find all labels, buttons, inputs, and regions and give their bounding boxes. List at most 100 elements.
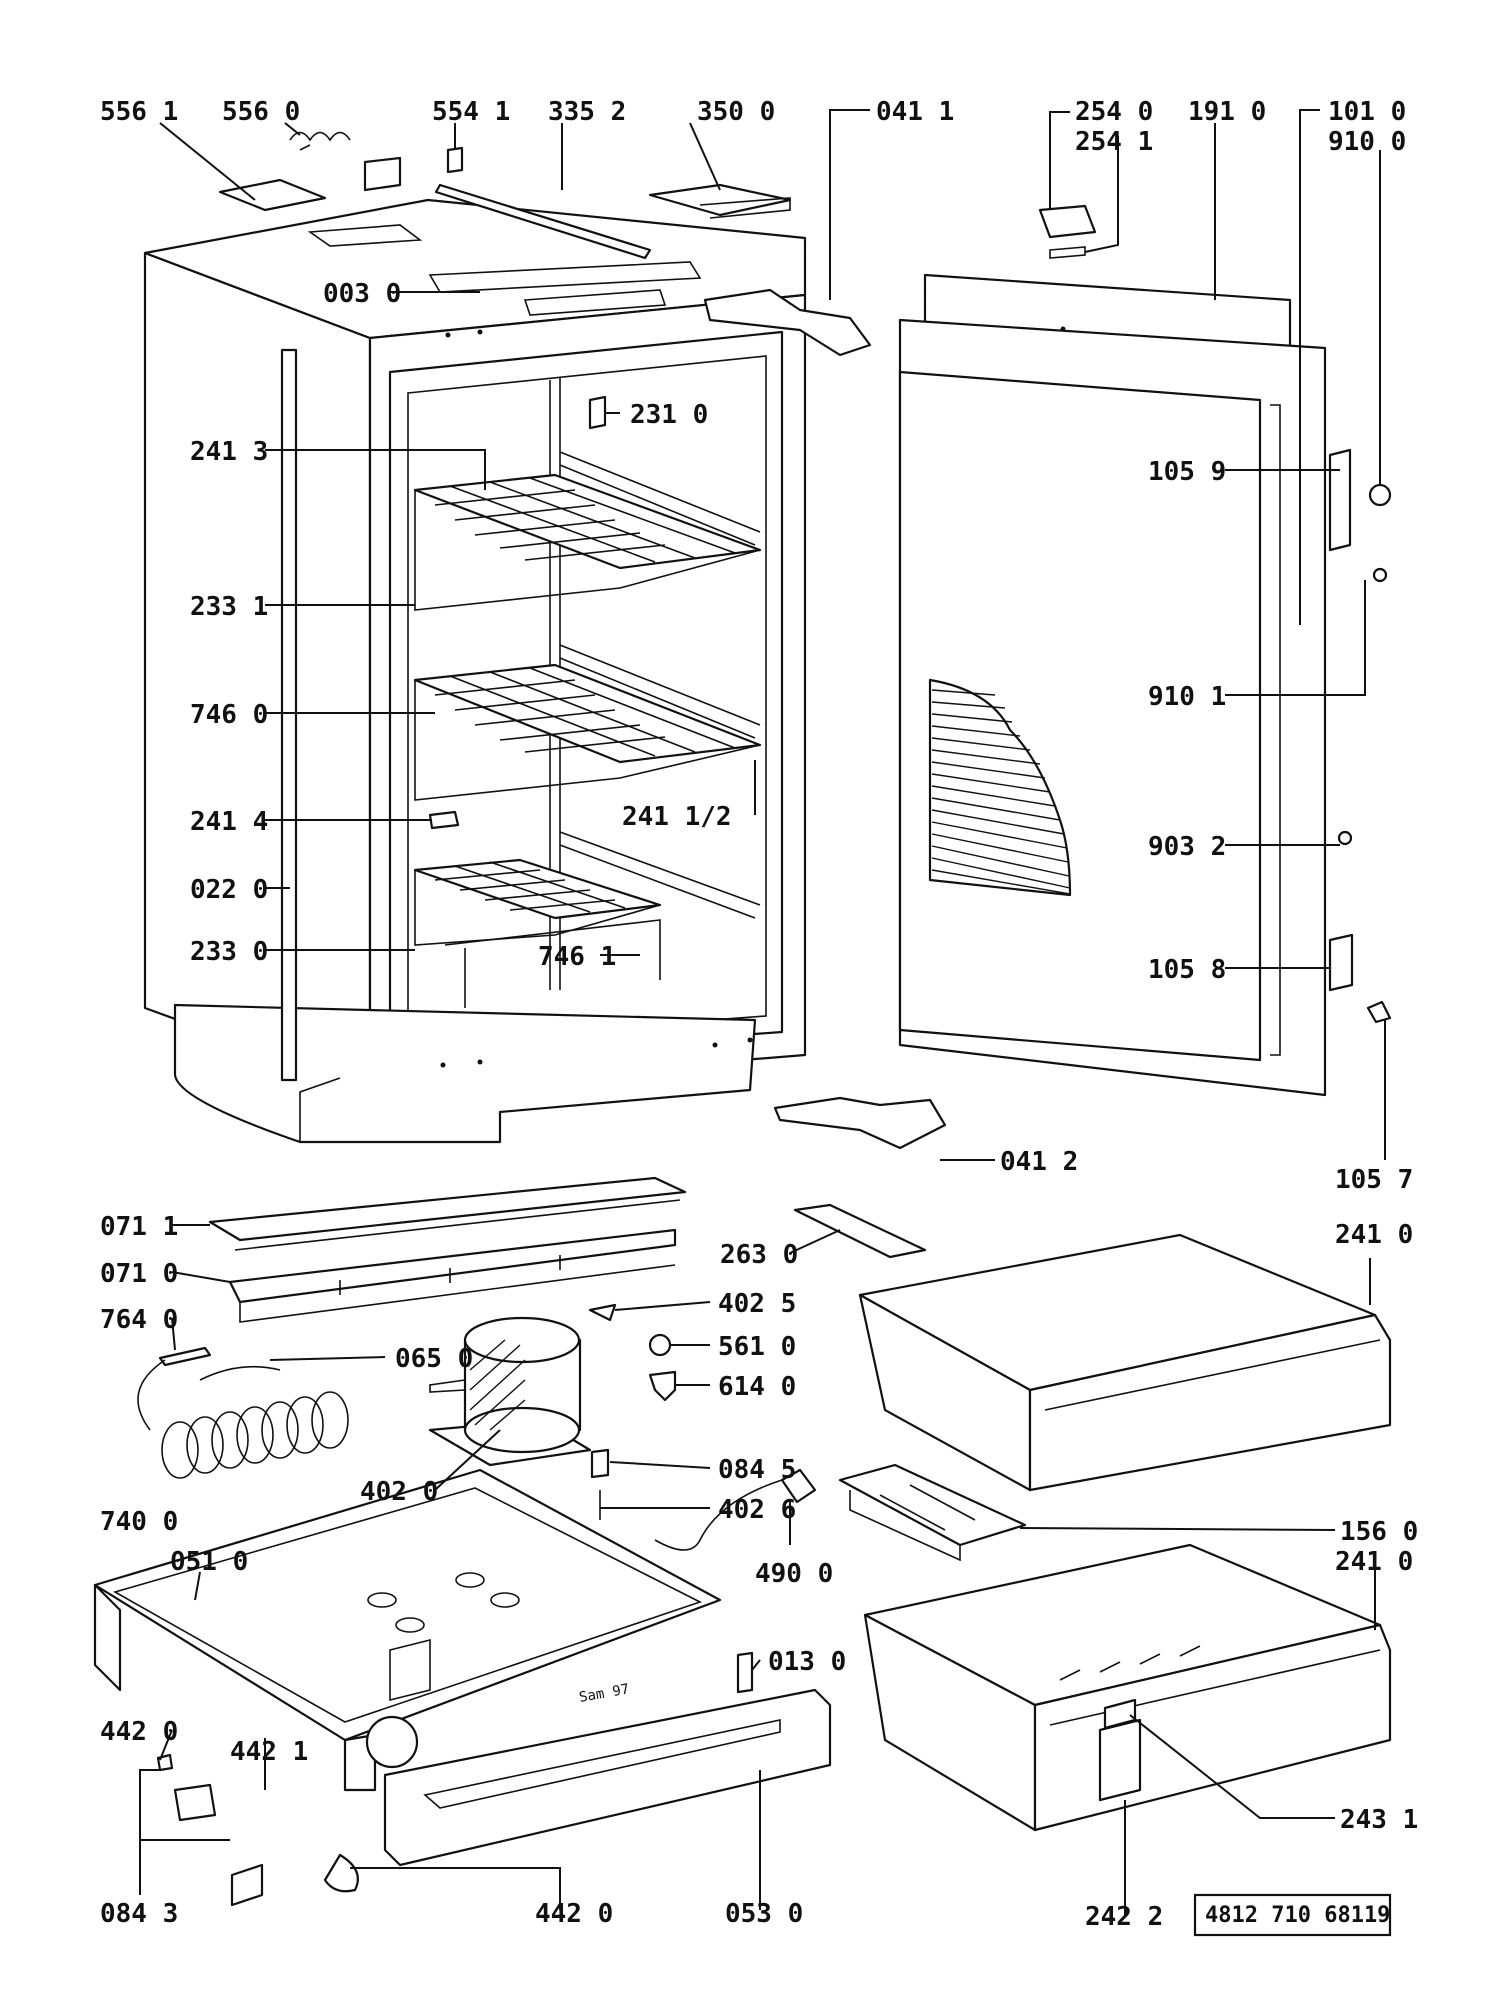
- part-4900: [780, 1468, 817, 1504]
- label-0650: 065 0: [395, 1344, 473, 1374]
- label-1560: 156 0: [1340, 1517, 1418, 1547]
- label-2331: 233 1: [190, 592, 268, 622]
- label-7400: 740 0: [100, 1507, 178, 1537]
- label-2540: 254 0: [1075, 97, 1153, 127]
- label-4900: 490 0: [755, 1559, 833, 1589]
- part-labels: 556 1 556 0 554 1 335 2 350 0 041 1 254 …: [100, 97, 1418, 1932]
- label-0411: 041 1: [876, 97, 954, 127]
- label-0412: 041 2: [1000, 1147, 1078, 1177]
- part-0510: [93, 1468, 722, 1742]
- wire-shelf-middle: [413, 663, 762, 801]
- part-code-box: 4812 710 68119: [1193, 1893, 1392, 1937]
- label-9101: 910 1: [1148, 682, 1226, 712]
- part-0843: [230, 1863, 264, 1907]
- drawer-lower: [863, 1543, 1392, 1832]
- label-2422: 242 2: [1085, 1902, 1163, 1932]
- label-4026: 402 6: [718, 1495, 796, 1525]
- label-5610: 561 0: [718, 1332, 796, 1362]
- part-0845: [590, 1448, 610, 1479]
- ice-tray: [838, 1463, 1027, 1562]
- label-0845: 084 5: [718, 1455, 796, 1485]
- label-9100: 910 0: [1328, 127, 1406, 157]
- label-4020: 402 0: [360, 1477, 438, 1507]
- part-4025: [588, 1303, 617, 1322]
- label-5560: 556 0: [222, 97, 300, 127]
- part-4421: [173, 1783, 217, 1822]
- label-2630: 263 0: [720, 1240, 798, 1270]
- part-9100: [1368, 483, 1392, 507]
- label-2413: 241 3: [190, 437, 268, 467]
- drawer-upper: [858, 1233, 1392, 1492]
- stamp-text: Sam 97: [578, 1681, 631, 1706]
- part-0711: [208, 1176, 687, 1242]
- part-2541: [1049, 246, 1086, 259]
- part-0411: [703, 288, 872, 357]
- label-4025: 402 5: [718, 1289, 796, 1319]
- part-9101: [1372, 567, 1388, 583]
- parts-top-row: [218, 131, 1392, 1259]
- label-0030: 003 0: [323, 279, 401, 309]
- label-4420b: 442 0: [535, 1899, 613, 1929]
- part-6140: [648, 1370, 677, 1402]
- condenser-coil: [137, 1359, 349, 1479]
- label-2541: 254 1: [1075, 127, 1153, 157]
- cabinet-body: [143, 198, 807, 1144]
- part-7640: [158, 1346, 212, 1367]
- label-2330: 233 0: [190, 937, 268, 967]
- shelf-runners: [444, 451, 761, 1008]
- part-1058: [1328, 933, 1354, 992]
- label-24112: 241 1/2: [622, 802, 732, 832]
- label-1059: 105 9: [1148, 457, 1226, 487]
- label-2310: 231 0: [630, 400, 708, 430]
- compressor: [428, 1316, 592, 1467]
- refrigeration-unit: [137, 1176, 817, 1551]
- label-0710: 071 0: [100, 1259, 178, 1289]
- part-1560: [838, 1463, 1027, 1547]
- part-0530: [383, 1688, 832, 1867]
- leader-lines: [139, 109, 1386, 1915]
- part-2540: [1038, 204, 1097, 239]
- part-2310: [588, 395, 607, 430]
- label-5541: 554 1: [432, 97, 510, 127]
- label-0130: 013 0: [768, 1647, 846, 1677]
- label-4420a: 442 0: [100, 1717, 178, 1747]
- label-2414: 241 4: [190, 807, 268, 837]
- label-2410a: 241 0: [1335, 1220, 1413, 1250]
- part-0710: [228, 1228, 677, 1304]
- part-2422: [1098, 1718, 1142, 1802]
- label-0530: 053 0: [725, 1899, 803, 1929]
- label-4421: 442 1: [230, 1737, 308, 1767]
- part-2630: [793, 1203, 927, 1259]
- label-1058: 105 8: [1148, 955, 1226, 985]
- label-0711: 071 1: [100, 1212, 178, 1242]
- label-7640: 764 0: [100, 1305, 178, 1335]
- label-1010: 101 0: [1328, 97, 1406, 127]
- label-1057: 105 7: [1335, 1165, 1413, 1195]
- part-9032: [1337, 830, 1353, 846]
- label-3500: 350 0: [697, 97, 775, 127]
- label-5561: 556 1: [100, 97, 178, 127]
- label-7460: 746 0: [190, 700, 268, 730]
- label-2410b: 241 0: [1335, 1547, 1413, 1577]
- label-7461: 746 1: [538, 942, 616, 972]
- part-0412: [773, 1096, 947, 1150]
- label-0510: 051 0: [170, 1547, 248, 1577]
- part-1057: [1366, 1000, 1392, 1024]
- part-3352: [434, 183, 652, 260]
- label-0843: 084 3: [100, 1899, 178, 1929]
- part-1059: [1328, 448, 1352, 552]
- label-0220: 022 0: [190, 875, 268, 905]
- part-5541: [446, 146, 464, 174]
- label-1910: 191 0: [1188, 97, 1266, 127]
- label-3352: 335 2: [548, 97, 626, 127]
- wire-shelf-upper: [413, 473, 762, 611]
- door-assembly: [898, 273, 1327, 1097]
- label-6140: 614 0: [718, 1372, 796, 1402]
- part-2414: [428, 810, 460, 830]
- part-5610: [648, 1333, 672, 1357]
- part-0130: [736, 1651, 754, 1694]
- part-code: 4812 710 68119: [1205, 1903, 1390, 1928]
- fan-blade: [323, 1853, 359, 1893]
- part-5561: [218, 178, 327, 212]
